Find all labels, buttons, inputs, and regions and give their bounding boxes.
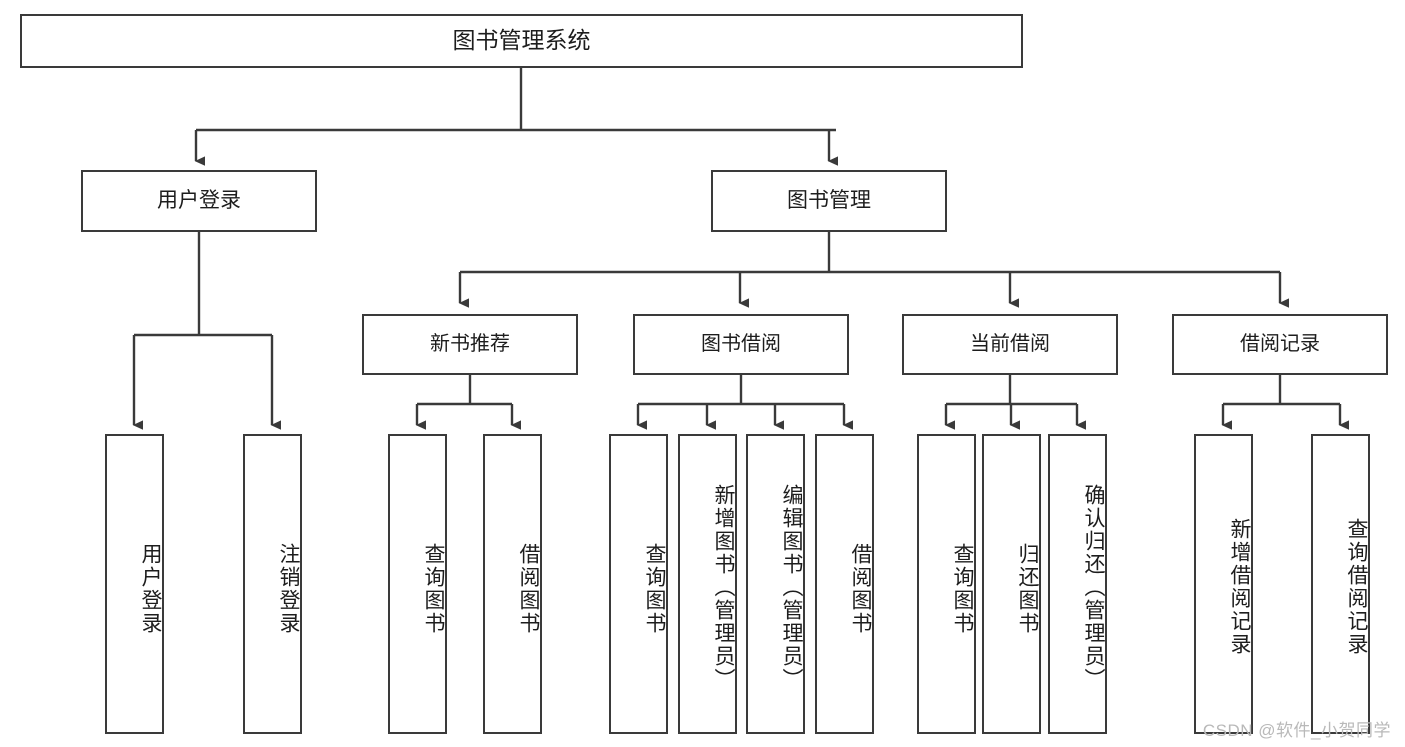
node-leaf-add-record[interactable]: 新增借阅记录: [1194, 434, 1253, 734]
node-current-borrow[interactable]: 当前借阅: [902, 314, 1118, 375]
node-leaf-query-record[interactable]: 查询借阅记录: [1311, 434, 1370, 734]
node-borrow-record[interactable]: 借阅记录: [1172, 314, 1388, 375]
node-leaf-edit-book[interactable]: 编辑图书（管理员）: [746, 434, 805, 734]
node-book-manage[interactable]: 图书管理: [711, 170, 947, 232]
node-leaf-query-book-2[interactable]: 查询图书: [609, 434, 668, 734]
node-current-borrow-label: 当前借阅: [970, 333, 1050, 356]
node-book-borrow-label: 图书借阅: [701, 333, 781, 356]
node-leaf-logout-label: 注销登录: [277, 543, 300, 635]
node-leaf-query-record-label: 查询借阅记录: [1345, 518, 1368, 656]
node-leaf-borrow-book-1[interactable]: 借阅图书: [483, 434, 542, 734]
node-leaf-user-login-label: 用户登录: [139, 543, 162, 635]
node-leaf-borrow-book-2-label: 借阅图书: [849, 543, 872, 635]
node-leaf-query-book-1[interactable]: 查询图书: [388, 434, 447, 734]
node-leaf-confirm-return-label: 确认归还（管理员）: [1082, 483, 1105, 691]
node-leaf-add-book[interactable]: 新增图书（管理员）: [678, 434, 737, 734]
node-leaf-return-book-label: 归还图书: [1016, 543, 1039, 635]
node-book-borrow[interactable]: 图书借阅: [633, 314, 849, 375]
node-leaf-query-book-1-label: 查询图书: [422, 543, 445, 635]
node-leaf-borrow-book-1-label: 借阅图书: [517, 543, 540, 635]
node-book-manage-label: 图书管理: [787, 189, 871, 213]
node-user-login-label: 用户登录: [157, 189, 241, 213]
node-root-label: 图书管理系统: [452, 27, 591, 54]
node-leaf-add-record-label: 新增借阅记录: [1228, 518, 1251, 656]
node-new-book-rec-label: 新书推荐: [430, 333, 510, 356]
node-leaf-query-book-2-label: 查询图书: [643, 543, 666, 635]
node-leaf-confirm-return[interactable]: 确认归还（管理员）: [1048, 434, 1107, 734]
node-leaf-edit-book-label: 编辑图书（管理员）: [780, 483, 803, 691]
node-leaf-logout[interactable]: 注销登录: [243, 434, 302, 734]
node-leaf-add-book-label: 新增图书（管理员）: [712, 483, 735, 691]
node-root[interactable]: 图书管理系统: [20, 14, 1023, 68]
node-leaf-query-book-3[interactable]: 查询图书: [917, 434, 976, 734]
node-user-login[interactable]: 用户登录: [81, 170, 317, 232]
node-borrow-record-label: 借阅记录: [1240, 333, 1320, 356]
node-leaf-borrow-book-2[interactable]: 借阅图书: [815, 434, 874, 734]
node-new-book-rec[interactable]: 新书推荐: [362, 314, 578, 375]
node-leaf-query-book-3-label: 查询图书: [951, 543, 974, 635]
node-leaf-user-login[interactable]: 用户登录: [105, 434, 164, 734]
node-leaf-return-book[interactable]: 归还图书: [982, 434, 1041, 734]
